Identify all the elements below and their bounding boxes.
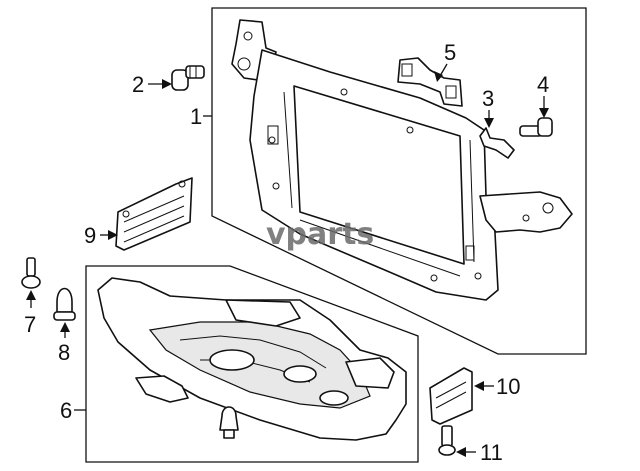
bracket-5: [397, 57, 463, 107]
engine-undercover: [97, 277, 407, 441]
undercover-group-box: [85, 265, 419, 463]
callout-3: 3: [482, 86, 494, 111]
air-guide-10: [429, 367, 473, 425]
callout-10: 10: [496, 374, 520, 399]
bolt-2: [171, 65, 205, 91]
watermark: vparts: [266, 217, 374, 252]
bracket-3: [479, 127, 515, 159]
leader-lines: [26, 63, 549, 457]
callout-6: 6: [60, 398, 72, 423]
radiator-support-group-box: [211, 7, 587, 355]
bolt-11: [438, 425, 456, 456]
callout-1: 1: [190, 104, 202, 129]
clip-8: [53, 287, 76, 321]
bolt-7: [21, 257, 41, 289]
callout-8: 8: [58, 340, 70, 365]
callout-9: 9: [84, 223, 96, 248]
callout-11: 11: [480, 440, 503, 465]
callout-7: 7: [24, 312, 36, 337]
callout-4: 4: [537, 72, 549, 97]
callout-5: 5: [444, 40, 456, 65]
bolt-4: [519, 117, 553, 137]
callout-2: 2: [132, 72, 144, 97]
radiator-support-frame: [231, 19, 573, 301]
air-guide-9: [115, 177, 193, 251]
